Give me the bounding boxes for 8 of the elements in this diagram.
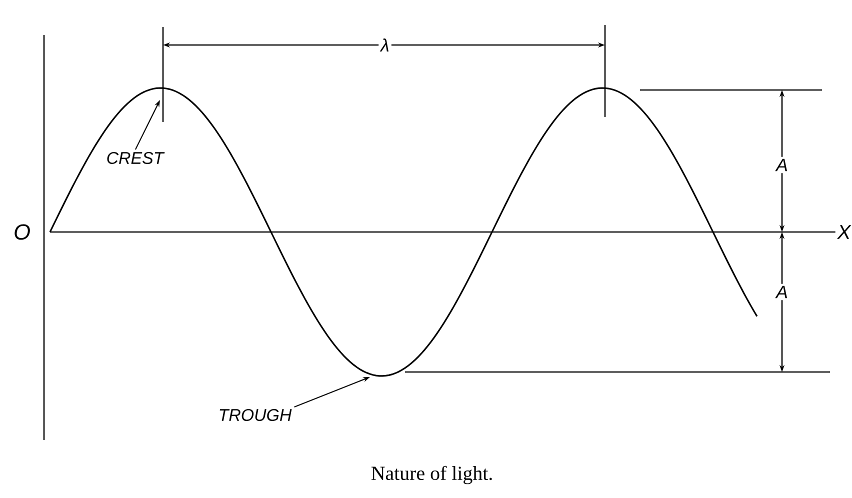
caption: Nature of light.: [371, 466, 492, 484]
dimension-label: A: [774, 284, 790, 300]
axis-label: X: [835, 223, 852, 241]
callout-text: CREST: [107, 152, 165, 164]
dimension-label: A: [774, 156, 790, 174]
axis-label: O: [12, 222, 33, 242]
lambda-label: λ: [378, 36, 392, 54]
callout-text: TROUGH: [220, 409, 292, 421]
